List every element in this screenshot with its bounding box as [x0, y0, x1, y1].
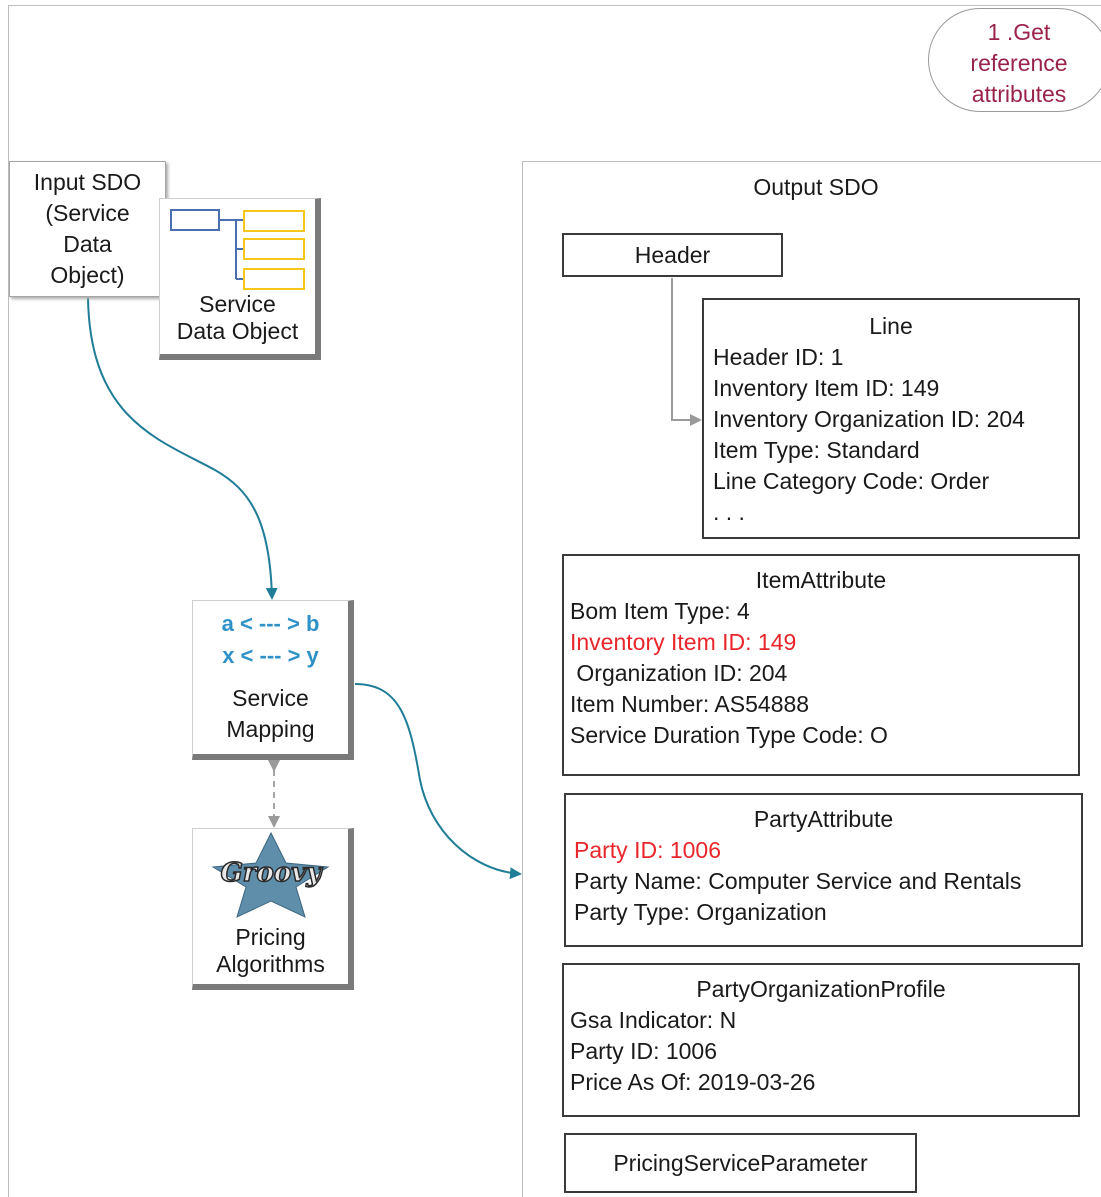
pricing-service-parameter-box: PricingServiceParameter [564, 1133, 917, 1193]
party-attribute-field: Party Name: Computer Service and Rentals [574, 868, 1022, 894]
step-line: reference [970, 50, 1068, 76]
header-label: Header [634, 242, 711, 268]
line-box: Line Header ID: 1 Inventory Item ID: 149… [702, 298, 1080, 539]
output-sdo-container [522, 161, 1101, 1197]
tree-icon [170, 209, 305, 290]
line-field: . . . [713, 499, 745, 525]
item-attribute-field: Item Number: AS54888 [570, 691, 810, 717]
mapping-label-line: Service [232, 685, 309, 711]
party-org-field: Gsa Indicator: N [570, 1007, 737, 1033]
output-sdo-title: Output SDO [753, 174, 879, 200]
item-attribute-field: Organization ID: 204 [570, 660, 788, 686]
item-attribute-field: Inventory Item ID: 149 [570, 629, 797, 655]
input-sdo-line: (Service [45, 200, 130, 226]
line-field: Line Category Code: Order [713, 468, 990, 494]
party-organization-profile-title: PartyOrganizationProfile [696, 976, 946, 1002]
party-attribute-title: PartyAttribute [753, 806, 894, 832]
party-org-field: Party ID: 1006 [570, 1038, 718, 1064]
line-field: Inventory Item ID: 149 [713, 375, 940, 401]
party-organization-profile-fields: Gsa Indicator: N Party ID: 1006 Price As… [570, 1005, 815, 1098]
mapping-label-line: Mapping [226, 716, 315, 742]
outer-frame [8, 5, 1101, 1197]
service-data-object-label: Service Data Object [160, 291, 315, 345]
connector-header-to-line [671, 278, 702, 426]
party-attribute-field: Party Type: Organization [574, 899, 827, 925]
service-mapping-tile: a < --- > b x < --- > y Service Mapping [192, 600, 354, 760]
step-line: attributes [971, 81, 1067, 107]
service-mapping-label: Service Mapping [193, 683, 348, 745]
line-field: Header ID: 1 [713, 344, 844, 370]
step-line: 1 .Get [987, 19, 1051, 45]
groovy-label-line: Algorithms [216, 951, 325, 977]
flow-arrow-input-to-mapping [87, 297, 278, 600]
line-field: Item Type: Standard [713, 437, 920, 463]
party-org-field: Price As Of: 2019-03-26 [570, 1069, 816, 1095]
line-field: Inventory Organization ID: 204 [713, 406, 1025, 432]
item-attribute-box: ItemAttribute Bom Item Type: 4 Inventory… [562, 554, 1080, 776]
service-data-object-tile: Service Data Object [159, 198, 321, 360]
groovy-logo-icon: Groovy [211, 831, 330, 918]
party-organization-profile-box: PartyOrganizationProfile Gsa Indicator: … [562, 963, 1080, 1117]
party-attribute-fields: Party ID: 1006 Party Name: Computer Serv… [574, 835, 1021, 928]
step-callout: 1 .Get reference attributes [928, 8, 1101, 112]
pricing-algorithms-label: Pricing Algorithms [193, 924, 348, 978]
party-attribute-field: Party ID: 1006 [574, 837, 722, 863]
groovy-label-line: Pricing [235, 924, 306, 950]
item-attribute-fields: Bom Item Type: 4 Inventory Item ID: 149 … [570, 596, 888, 751]
header-box: Header [562, 233, 783, 277]
line-fields: Header ID: 1 Inventory Item ID: 149 Inve… [713, 342, 1025, 528]
item-attribute-title: ItemAttribute [755, 567, 887, 593]
input-sdo-line: Object) [50, 262, 125, 288]
mapping-row: a < --- > b [221, 611, 320, 636]
sdo-label-line: Data Object [176, 318, 299, 344]
input-sdo-line: Data [63, 231, 112, 257]
party-attribute-box: PartyAttribute Party ID: 1006 Party Name… [564, 793, 1083, 947]
sdo-label-line: Service [199, 291, 276, 317]
groovy-logo-text: Groovy [221, 858, 324, 888]
line-box-title: Line [869, 313, 913, 339]
mapping-row: x < --- > y [222, 643, 319, 668]
flow-arrow-mapping-to-output [354, 683, 522, 880]
input-sdo-line: Input SDO [33, 169, 142, 195]
pricing-service-parameter-label: PricingServiceParameter [613, 1150, 868, 1176]
item-attribute-field: Service Duration Type Code: O [570, 722, 888, 748]
item-attribute-field: Bom Item Type: 4 [570, 598, 750, 624]
input-sdo-box: Input SDO (Service Data Object) [9, 161, 166, 297]
pricing-algorithms-tile: Groovy Pricing Algorithms [192, 828, 354, 990]
